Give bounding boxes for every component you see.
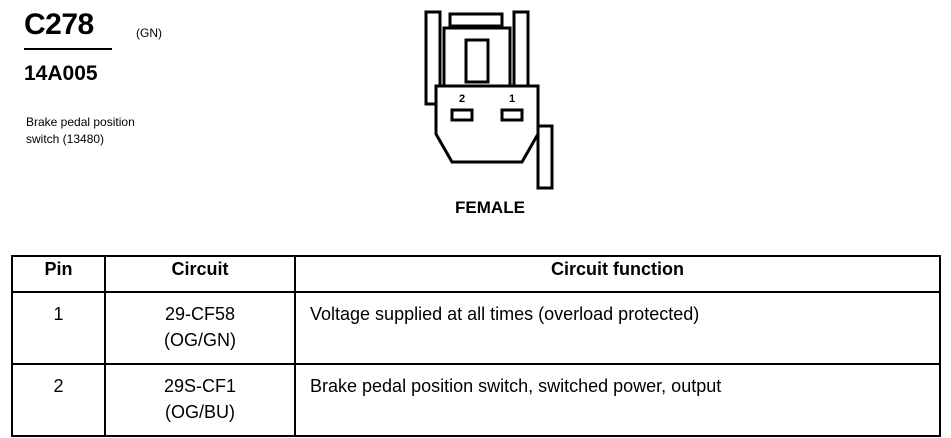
- pin-2-cavity: [450, 108, 474, 122]
- circuit-cell: 29-CF58 (OG/GN): [104, 291, 296, 365]
- title-divider: [24, 48, 112, 50]
- pin-label-2: 2: [459, 93, 465, 105]
- left-latch-arm: [424, 10, 442, 106]
- circuit-function-cell: Voltage supplied at all times (overload …: [294, 291, 941, 365]
- pin-cell: 2: [11, 363, 106, 437]
- table-row: 1 29-CF58 (OG/GN) Voltage supplied at al…: [11, 291, 941, 365]
- connector-id: C278: [24, 8, 94, 41]
- circuit-wire-color: (OG/BU): [165, 402, 235, 422]
- connector-face-label: FEMALE: [455, 198, 525, 217]
- component-name-line-2: switch (13480): [26, 132, 105, 146]
- header-circuit-function: Circuit function: [294, 255, 941, 293]
- pin-label-1: 1: [509, 93, 515, 105]
- circuit-code: 29-CF58: [164, 304, 236, 324]
- header-circuit: Circuit: [104, 255, 296, 293]
- table-header-row: Pin Circuit Circuit function: [11, 255, 941, 293]
- circuit-code: 29S-CF1: [163, 376, 237, 396]
- top-latch-bar: [448, 12, 504, 28]
- table-row: 2 29S-CF1 (OG/BU) Brake pedal position s…: [11, 363, 941, 437]
- part-number: 14A005: [24, 62, 98, 85]
- main-housing: [434, 84, 540, 164]
- pin-cell: 1: [11, 291, 106, 365]
- circuit-wire-color: (OG/GN): [164, 330, 236, 350]
- header-pin: Pin: [11, 255, 106, 293]
- key-rib: [536, 124, 554, 190]
- circuit-cell: 29S-CF1 (OG/BU): [104, 363, 296, 437]
- component-name: Brake pedal position switch (13480): [26, 114, 226, 148]
- connector-color: (GN): [136, 26, 162, 40]
- pinout-table: Pin Circuit Circuit function 1 29-CF58 (…: [11, 255, 941, 437]
- circuit-function-cell: Brake pedal position switch, switched po…: [294, 363, 941, 437]
- latch-tab: [464, 38, 490, 84]
- component-name-line-1: Brake pedal position: [26, 115, 135, 129]
- connector-face-diagram: 2 1: [424, 10, 554, 190]
- pin-1-cavity: [500, 108, 524, 122]
